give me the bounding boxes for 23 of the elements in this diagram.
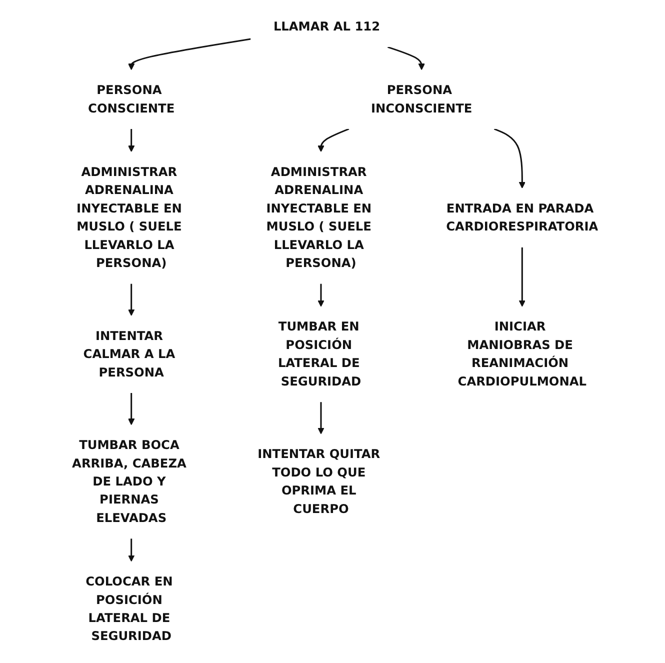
node-text: TUMBAR BOCA ARRIBA, CABEZA DE LADO Y PIERNAS ELEVADAS bbox=[72, 438, 186, 525]
arrow bbox=[128, 38, 251, 70]
arrow bbox=[318, 128, 350, 152]
arrow bbox=[318, 402, 324, 434]
node-text: TUMBAR EN POSICIÓN LATERAL DE SEGURIDAD bbox=[278, 319, 362, 388]
arrow bbox=[494, 128, 526, 188]
node-text: ADMINISTRAR ADRENALINA INYECTABLE EN MUSLO ( SUELE LLEVARLO LA PERSONA) bbox=[266, 164, 372, 270]
node-text: ENTRADA EN PARADA CARDIORESPIRATORIA bbox=[446, 201, 598, 234]
arrow bbox=[318, 284, 324, 307]
arrow bbox=[128, 128, 135, 152]
node-text: PERSONA INCONSCIENTE bbox=[370, 82, 472, 116]
node-text: INICIAR MANIOBRAS DE REANIMACIÓN CARDIOPULMONAL bbox=[458, 319, 587, 388]
node-text: ADMINISTRAR ADRENALINA INYECTABLE EN MUSLO ( SUELE LLEVARLO LA PERSONA) bbox=[76, 164, 182, 270]
arrow bbox=[387, 46, 425, 70]
arrow bbox=[518, 247, 526, 307]
node-text: LLAMAR AL 112 bbox=[273, 18, 380, 34]
node-text: COLOCAR EN POSICIÓN LATERAL DE SEGURIDAD bbox=[86, 574, 173, 644]
node-text: INTENTAR CALMAR A LA PERSONA bbox=[83, 328, 176, 380]
node-text: PERSONA CONSCIENTE bbox=[88, 82, 175, 116]
node-text: INTENTAR QUITAR TODO LO QUE OPRIMA EL CUERPO bbox=[258, 446, 380, 516]
arrow bbox=[128, 284, 135, 316]
arrow bbox=[128, 392, 135, 426]
arrow bbox=[128, 538, 135, 562]
